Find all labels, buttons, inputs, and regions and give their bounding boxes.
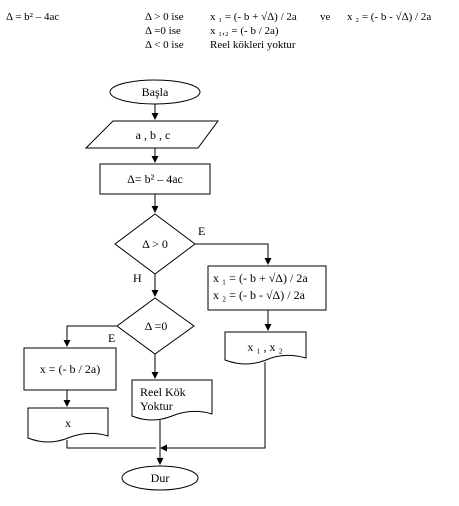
- compute-label: Δ= b² – 4ac: [127, 172, 183, 186]
- input-label: a , b , c: [136, 128, 171, 142]
- end-terminal: [121, 465, 199, 491]
- roots-process: [207, 265, 327, 311]
- output-x-document: [27, 407, 109, 443]
- header-case1-ve: ve: [320, 11, 331, 23]
- edge-output-roots-to-end: [160, 362, 266, 452]
- no-real-line1: Reel Kök: [140, 385, 186, 399]
- edge-decision1-yes: [195, 243, 272, 265]
- edge-decision2-yes: [63, 325, 117, 347]
- edge-output-x-to-end: [66, 440, 156, 449]
- roots-line1: x ₁ = (- b + √Δ) / 2a: [213, 271, 308, 285]
- input-parallelogram: [84, 120, 219, 149]
- header-case1-x2: x ₂ = (- b - √Δ) / 2a: [347, 11, 431, 23]
- output-x-label: x: [65, 416, 71, 430]
- header-case3-condition: Δ < 0 ise: [145, 39, 184, 51]
- header-delta-formula: Δ = b² – 4ac: [6, 11, 59, 23]
- header-case1-x1: x ₁ = (- b + √Δ) / 2a: [210, 11, 297, 23]
- start-label: Başla: [142, 85, 169, 99]
- decision1-label: Δ > 0: [142, 237, 168, 251]
- header-case2-x12: x ₁,₂ = (- b / 2a): [210, 25, 279, 37]
- decision1-yes-label: E: [198, 224, 205, 238]
- end-label: Dur: [151, 471, 170, 485]
- double-root-label: x = (- b / 2a): [40, 362, 100, 376]
- double-root-process: [23, 347, 117, 391]
- decision2-label: Δ =0: [145, 319, 168, 333]
- decision2-yes-label: E: [108, 331, 115, 345]
- roots-line2: x ₂ = (- b - √Δ) / 2a: [213, 288, 306, 302]
- decision1-no-label: H: [133, 271, 142, 285]
- output-roots-document: [224, 331, 307, 365]
- compute-process: [99, 163, 211, 195]
- header-case2-condition: Δ =0 ise: [145, 25, 181, 37]
- output-roots-label: x ₁ , x ₂: [247, 340, 282, 354]
- no-real-line2: Yoktur: [140, 399, 173, 413]
- no-real-roots-document: [131, 379, 213, 421]
- header-case3-text: Reel kökleri yoktur: [210, 39, 296, 51]
- header-case1-condition: Δ > 0 ise: [145, 11, 184, 23]
